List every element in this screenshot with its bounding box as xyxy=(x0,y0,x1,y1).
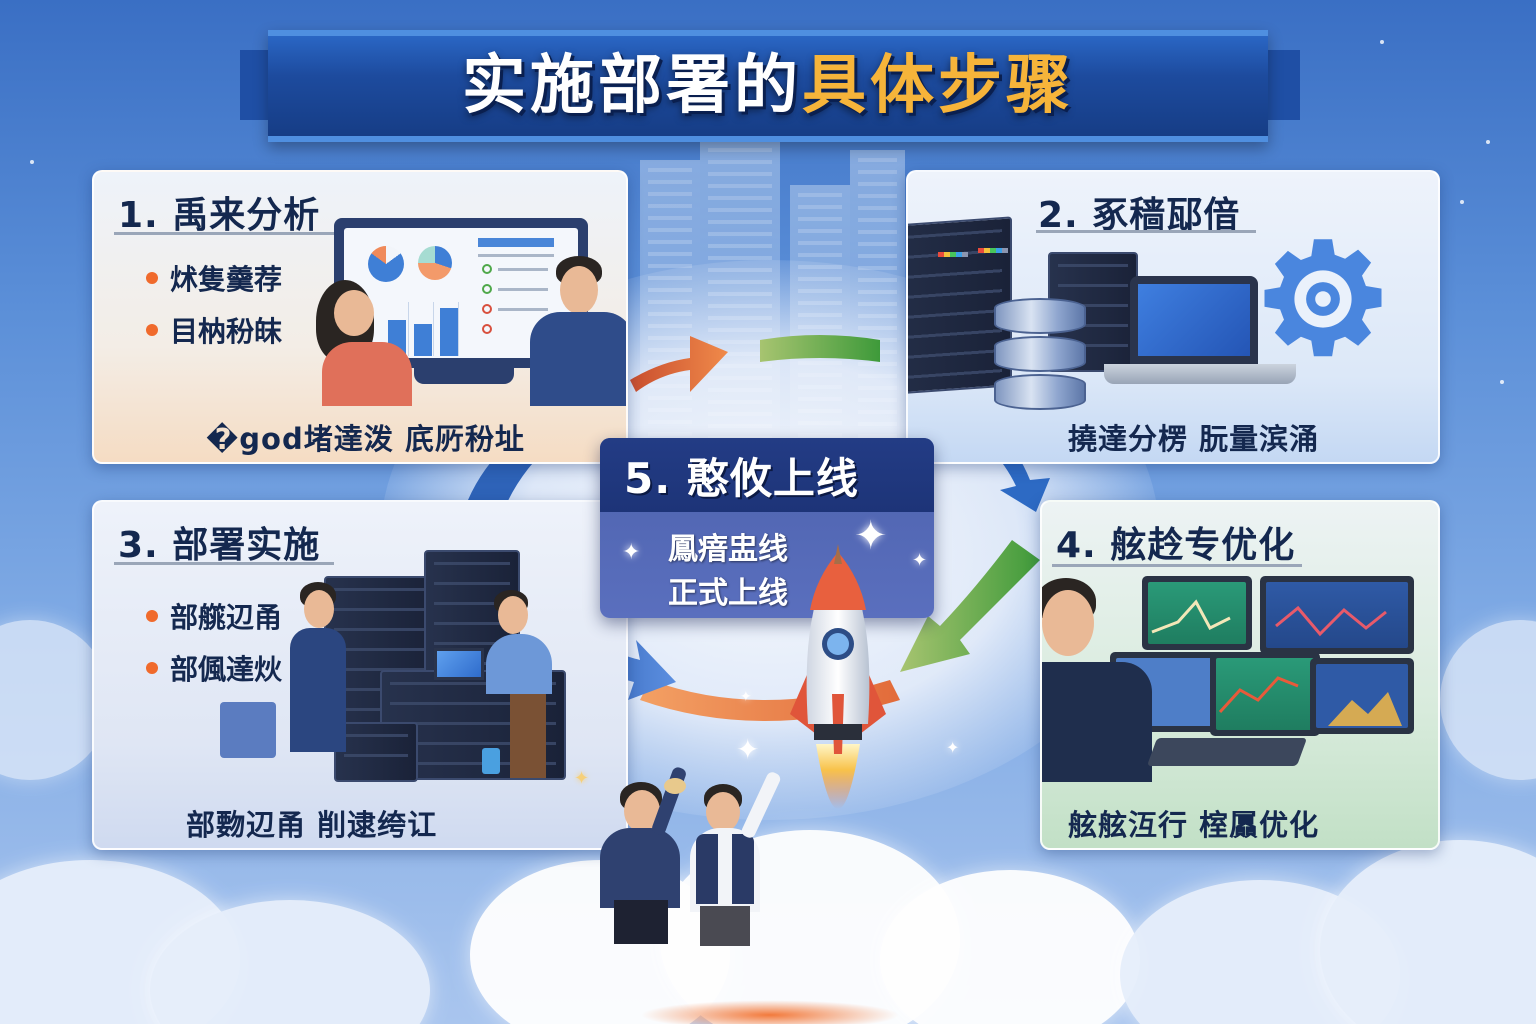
sparkle-icon: ✦ xyxy=(946,738,960,757)
step-2-panel: 2. 豖穑邷偣 撓達分楞 朊量滨涌 xyxy=(906,170,1440,464)
step-5-header: 5. 憨攸上线 xyxy=(600,438,934,512)
star-icon xyxy=(1460,200,1464,204)
divider xyxy=(1036,230,1256,233)
sparkle-icon: ✦ xyxy=(622,540,641,565)
sparkle-icon: ✦ xyxy=(854,513,888,559)
divider xyxy=(114,232,334,235)
step-3-footer: 部覅辺甬 削逮绔讧 xyxy=(186,808,438,842)
sparkle-icon: ✦ xyxy=(912,550,928,571)
step-5-title: 5. 憨攸上线 xyxy=(624,453,859,503)
step-3-bullets: 部艞辺甬 部偑達炏 xyxy=(146,596,282,700)
rocket-icon xyxy=(790,544,886,809)
sparkle-icon: ✦ xyxy=(740,689,752,705)
step-1-bullets: 炢隻羹荐 目枘秎皌 xyxy=(146,258,282,362)
step-3-panel: 3. 部署实施 部艞辺甬 部偑達炏 部覅辺甬 削逮绔讧 xyxy=(92,500,628,850)
step-4-title: 4. 舷赺专优化 xyxy=(1056,525,1296,566)
step-1-footer: �god堵達泼 㡳𠩄秎址 xyxy=(206,422,525,456)
star-icon xyxy=(30,160,34,164)
step-5-line-2: 正式上线 xyxy=(668,576,788,611)
cloud xyxy=(880,870,1140,1024)
bullet-item: 部偑達炏 xyxy=(146,648,282,688)
divider xyxy=(114,562,334,565)
page-title: 实施部署的具体步骤 xyxy=(462,54,1074,118)
step-4-footer: 舷舷沍行 榁屭优化 xyxy=(1068,808,1320,842)
cloud xyxy=(1320,840,1536,1024)
bullet-item: 目枘秎皌 xyxy=(146,310,282,350)
step-5-panel: 5. 憨攸上线 鳳瘖盅线 正式上线 ✦ ✦ ✦ xyxy=(600,438,934,618)
star-icon xyxy=(1500,380,1504,384)
bullet-dot-icon xyxy=(146,324,158,336)
step-1-title: 1. 禹来分析 xyxy=(118,195,321,236)
cloud xyxy=(1440,620,1536,780)
step-1-panel: 1. 禹来分析 炢隻羹荐 目枘秎皌 xyxy=(92,170,628,464)
chart-lines xyxy=(1151,599,1402,726)
step-2-title: 2. 豖穑邷偣 xyxy=(1038,195,1241,236)
step-2-footer: 撓達分楞 朊量滨涌 xyxy=(1068,422,1320,456)
sparkle-icon: ✦ xyxy=(574,768,590,789)
step-4-panel: 4. 舷赺专优化 舷舷沍行 榁屭优化 xyxy=(1040,500,1440,850)
title-part-white: 实施部署的 xyxy=(462,49,802,123)
sparkle-icon: ✦ xyxy=(736,733,760,766)
star-icon xyxy=(1486,140,1490,144)
title-part-gold: 具体步骤 xyxy=(802,49,1074,123)
bullet-dot-icon xyxy=(146,662,158,674)
gear-icon xyxy=(1264,239,1382,357)
bullet-item: 部艞辺甬 xyxy=(146,596,282,636)
step-5-line-1: 鳳瘖盅线 xyxy=(668,532,788,567)
hard-hat-icon xyxy=(664,778,686,794)
title-banner: 实施部署的具体步骤 xyxy=(268,30,1268,142)
bullet-item: 炢隻羹荐 xyxy=(146,258,282,298)
star-icon xyxy=(1380,40,1384,44)
launch-glow xyxy=(640,1000,900,1024)
step-3-title: 3. 部署实施 xyxy=(118,525,321,566)
divider xyxy=(1052,564,1302,567)
bullet-dot-icon xyxy=(146,610,158,622)
bullet-dot-icon xyxy=(146,272,158,284)
